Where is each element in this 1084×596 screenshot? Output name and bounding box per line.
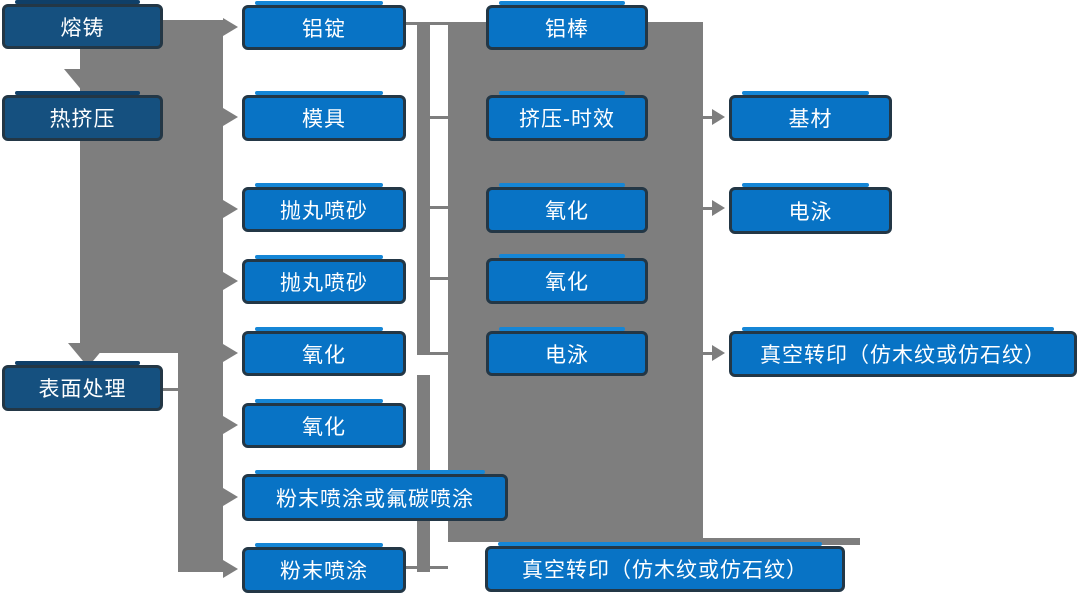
arrow-right-icon bbox=[223, 488, 238, 506]
flow-node-vacuum-transfer-b: 真空转印（仿木纹或仿石纹） bbox=[729, 327, 1077, 377]
connector-stub-row1 bbox=[406, 22, 448, 25]
flow-node-vacuum-transfer-a: 真空转印（仿木纹或仿石纹） bbox=[485, 542, 845, 592]
arrow-down-icon bbox=[64, 69, 104, 93]
connector-stub-row5 bbox=[430, 352, 448, 355]
arrow-shaft bbox=[703, 207, 713, 210]
flow-node-shot-blasting-2: 抛丸喷砂 bbox=[242, 255, 406, 304]
arrow-shaft bbox=[703, 352, 713, 355]
arrow-right-icon bbox=[223, 272, 238, 290]
arrow-right-icon bbox=[223, 560, 238, 578]
arrow-shaft bbox=[703, 116, 713, 119]
flow-node-surface-treatment: 表面处理 bbox=[2, 361, 163, 411]
arrow-right-icon bbox=[712, 109, 725, 125]
flow-node-oxidation-a: 氧化 bbox=[242, 327, 406, 376]
arrow-right-icon bbox=[223, 416, 238, 434]
flow-node-electrophoresis-b: 电泳 bbox=[729, 183, 892, 234]
connector-stub-row2 bbox=[430, 116, 448, 119]
arrow-right-icon bbox=[223, 200, 238, 218]
flow-node-aluminum-ingot: 铝锭 bbox=[242, 1, 406, 50]
connector-stub-row3 bbox=[430, 206, 448, 209]
arrow-right-icon bbox=[712, 200, 725, 216]
arrow-right-icon bbox=[223, 108, 238, 126]
connector-mid-bar-upper bbox=[417, 22, 430, 355]
flow-node-extrusion-aging: 挤压-时效 bbox=[486, 91, 648, 141]
flow-node-oxidation-b: 氧化 bbox=[242, 399, 406, 448]
flow-node-mold: 模具 bbox=[242, 91, 406, 141]
connector-stub-row4 bbox=[430, 277, 448, 280]
flow-node-hot-extrusion: 热挤压 bbox=[2, 91, 163, 141]
arrow-right-icon bbox=[223, 18, 238, 36]
connector-lower-band bbox=[178, 353, 223, 572]
flow-node-oxidation-d: 氧化 bbox=[486, 254, 648, 304]
flow-node-oxidation-c: 氧化 bbox=[486, 183, 648, 233]
arrow-right-icon bbox=[712, 345, 725, 361]
flow-node-powder-or-fluorocarbon: 粉末喷涂或氟碳喷涂 bbox=[242, 470, 508, 521]
flow-node-aluminum-rod: 铝棒 bbox=[486, 1, 648, 50]
connector-bottom-strip bbox=[703, 538, 860, 545]
arrow-right-icon bbox=[223, 344, 238, 362]
connector-surface-stub bbox=[163, 388, 178, 391]
flow-node-melting-casting: 熔铸 bbox=[2, 0, 163, 49]
flow-node-electrophoresis-a: 电泳 bbox=[486, 327, 648, 376]
flow-node-base-material: 基材 bbox=[729, 91, 892, 141]
connector-stub-row8 bbox=[406, 566, 448, 569]
flow-node-shot-blasting-1: 抛丸喷砂 bbox=[242, 183, 406, 232]
flow-node-powder-coating: 粉末喷涂 bbox=[242, 543, 406, 593]
